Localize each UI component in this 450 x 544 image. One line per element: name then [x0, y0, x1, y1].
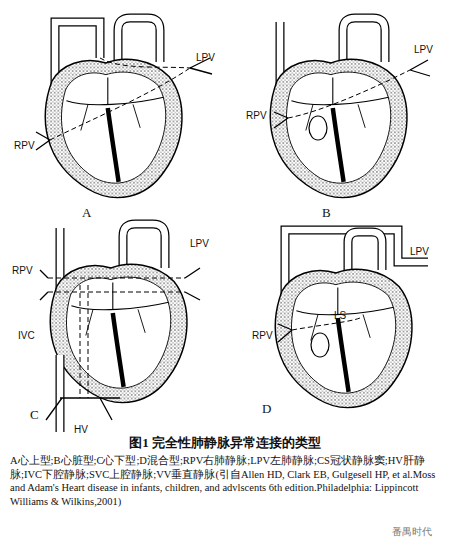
vein-label: LPV: [414, 44, 433, 55]
figure-title: 图1 完全性肺静脉异常连接的类型: [0, 436, 450, 450]
vein-label: RPV: [12, 265, 33, 276]
chamber-label: LS: [334, 310, 346, 321]
vein-label: HV: [74, 424, 88, 435]
vein-label: LPV: [196, 52, 215, 63]
panel-letter: C: [30, 408, 39, 422]
vein-label: LPV: [190, 238, 209, 249]
panel-letter: D: [262, 402, 271, 416]
watermark: 番禺时代: [392, 526, 432, 537]
panel-letter: A: [82, 206, 91, 220]
vein-label: RPV: [252, 330, 273, 341]
vein-label: IVC: [18, 330, 35, 341]
vein-label: LPV: [410, 246, 429, 257]
panel-letter: B: [322, 206, 331, 220]
vein-label: RPV: [14, 140, 35, 151]
figure-caption: A心上型;B心脏型;C心下型;D混合型;RPV右肺静脉;LPV左肺静脉;CS冠状…: [10, 454, 440, 509]
vein-label: RPV: [246, 110, 267, 121]
